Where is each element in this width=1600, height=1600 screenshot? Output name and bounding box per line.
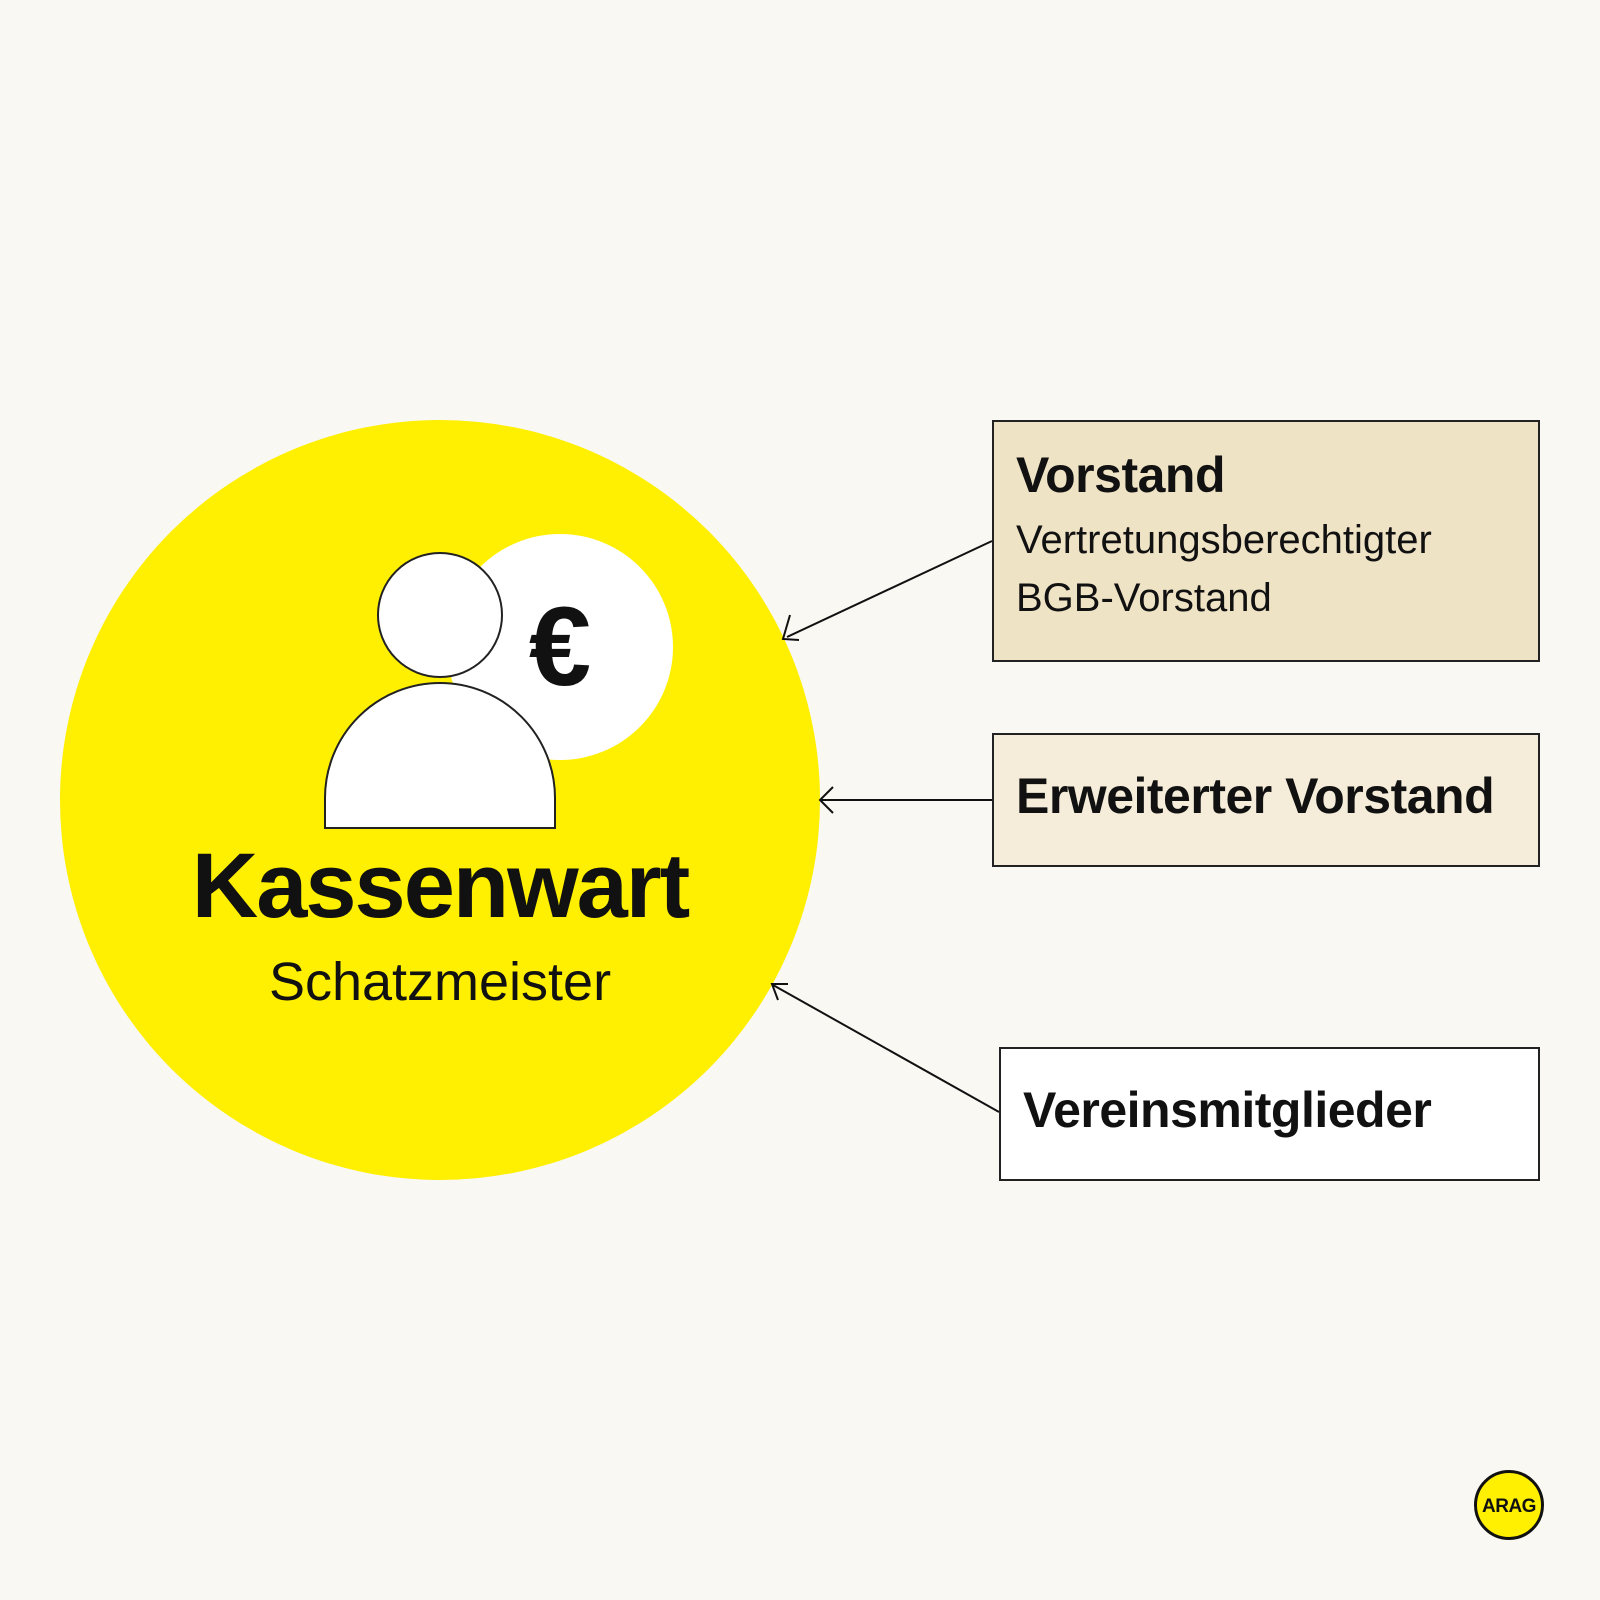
- circle-subtitle: Schatzmeister: [268, 952, 612, 1012]
- box-vorstand-subtitle: Vertretungsberechtigter BGB-Vorstand: [1016, 511, 1516, 627]
- arrow-erweitert-head: [818, 786, 834, 814]
- box-vorstand-subtitle-line: BGB-Vorstand: [1016, 576, 1272, 620]
- box-vorstand: Vorstand Vertretungsberechtigter BGB-Vor…: [992, 420, 1540, 662]
- arrow-vorstand-head: [781, 614, 800, 641]
- box-vorstand-title: Vorstand: [1016, 447, 1226, 503]
- person-body-icon: [324, 682, 556, 829]
- arag-logo-text: ARAG: [1482, 1496, 1536, 1517]
- box-erweiterter-vorstand-title: Erweiterter Vorstand: [1016, 768, 1495, 824]
- box-erweiterter-vorstand: Erweiterter Vorstand: [992, 733, 1540, 867]
- euro-symbol: €: [529, 584, 591, 709]
- circle-title: Kassenwart: [191, 835, 690, 937]
- person-euro-icon: €: [320, 530, 680, 830]
- arrow-mitglieder: [772, 984, 1000, 1113]
- box-vereinsmitglieder-title: Vereinsmitglieder: [1023, 1082, 1432, 1138]
- box-vorstand-subtitle-line: Vertretungsberechtigter: [1016, 518, 1432, 562]
- arag-logo: ARAG: [1474, 1470, 1544, 1540]
- box-vereinsmitglieder: Vereinsmitglieder: [999, 1047, 1540, 1181]
- person-head-icon: [377, 552, 503, 678]
- arrow-vorstand: [786, 540, 993, 638]
- arrow-mitglieder-head: [770, 983, 788, 1001]
